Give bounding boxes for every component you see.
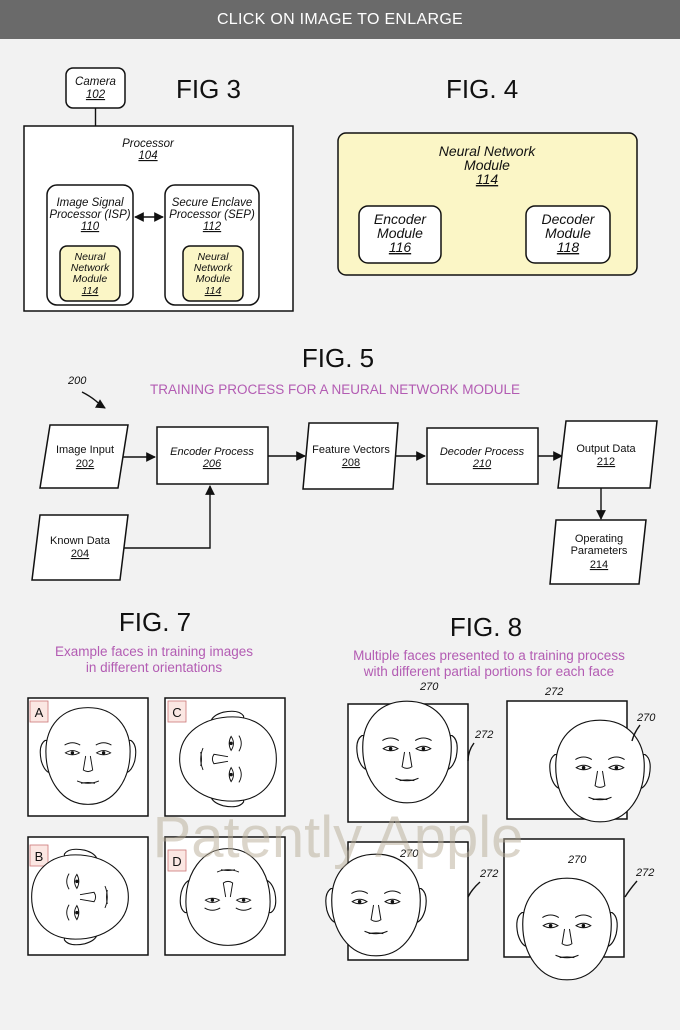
decoder-module-line1: Decoder	[542, 211, 596, 227]
encoder-process-ref: 206	[202, 458, 222, 470]
sep-nn-module	[182, 245, 244, 302]
fig7-panel-d: D	[164, 836, 286, 956]
fig7-panel-a: A	[27, 697, 149, 817]
known-data-ref: 204	[71, 548, 89, 560]
isp-nn-module	[59, 245, 121, 302]
encoder-module-line2: Module	[377, 225, 423, 241]
fig8-p2-frame-ref: 272	[544, 686, 563, 698]
fig8-p1-face-ref: 270	[419, 681, 439, 693]
fig8-caption-2: with different partial portions for each…	[363, 664, 614, 679]
fig4-title: FIG. 4	[446, 74, 518, 104]
known-data-label: Known Data	[50, 535, 111, 547]
fig8-p3-frame-leader	[467, 881, 481, 898]
isp-nn-line1: Neural	[75, 251, 107, 263]
feature-vectors-box: Feature Vectors 208	[302, 422, 399, 490]
sep-nn-ref: 114	[205, 285, 222, 297]
sep-nn-line1: Neural	[198, 251, 230, 263]
output-data-box: Output Data 212	[557, 420, 658, 489]
operating-parameters-box: Operating Parameters 214	[549, 519, 647, 585]
fig5-title: FIG. 5	[302, 343, 374, 373]
encoder-module-line1: Encoder	[374, 211, 427, 227]
patent-figures: FIG 3 Camera 102 Processor 104 Image Sig…	[23, 67, 658, 981]
fig7-panel-c: C	[164, 697, 286, 817]
fig7-caption-1: Example faces in training images	[55, 644, 253, 659]
camera-label: Camera	[75, 76, 116, 88]
image-input-ref: 202	[76, 458, 94, 470]
nn-module-line1: Neural Network	[439, 143, 536, 159]
processor-ref: 104	[138, 150, 157, 162]
fig5-ref: 200	[67, 375, 87, 387]
feature-vectors-label: Feature Vectors	[312, 444, 390, 456]
image-input-label: Image Input	[56, 444, 114, 456]
encoder-process-box: Encoder Process 206	[156, 426, 269, 485]
fig8-p4-frame-leader	[624, 880, 638, 898]
fig8-caption-1: Multiple faces presented to a training p…	[353, 648, 625, 663]
panel-a-label: A	[35, 705, 44, 720]
fig8-p3-face-ref: 270	[399, 848, 419, 860]
fig8-p2-face-ref: 270	[636, 712, 656, 724]
sep-nn-line2: Network	[194, 262, 233, 274]
operating-parameters-line2: Parameters	[571, 545, 628, 557]
decoder-module-ref: 118	[557, 239, 580, 255]
fig8-panel-3: 270 272	[325, 841, 498, 961]
isp-nn-line2: Network	[71, 262, 110, 274]
fig8-p1-frame-leader	[467, 742, 475, 762]
fig5-caption: TRAINING PROCESS FOR A NEURAL NETWORK MO…	[150, 382, 520, 397]
encoder-module-ref: 116	[389, 239, 412, 255]
decoder-process-box: Decoder Process 210	[426, 427, 539, 485]
enlarge-banner[interactable]: CLICK ON IMAGE TO ENLARGE	[0, 0, 680, 39]
feature-vectors-ref: 208	[342, 457, 360, 469]
isp-nn-ref: 114	[82, 285, 99, 297]
camera-box: Camera 102	[65, 67, 126, 109]
sep-label-1: Secure Enclave	[172, 197, 253, 209]
fig8-panel-2: 272 270	[506, 686, 656, 823]
output-data-ref: 212	[597, 456, 615, 468]
camera-ref: 102	[86, 89, 106, 101]
isp-label-1: Image Signal	[56, 197, 124, 209]
patent-figure-sheet[interactable]: FIG 3 Camera 102 Processor 104 Image Sig…	[0, 39, 680, 1030]
panel-d-label: D	[172, 854, 181, 869]
fig8-panel-1: 270 272	[347, 681, 493, 823]
image-input-box: Image Input 202	[39, 424, 129, 489]
sep-ref: 112	[203, 221, 222, 233]
isp-label-2: Processor (ISP)	[49, 209, 130, 221]
isp-nn-line3: Module	[73, 273, 108, 285]
fig8-p4-frame-ref: 272	[635, 867, 654, 879]
fig8-p1-frame-ref: 272	[474, 729, 493, 741]
known-data-to-encoder-arrow	[124, 485, 215, 549]
fig7-title: FIG. 7	[119, 607, 191, 637]
fig5-ref-arrow	[81, 391, 106, 409]
encoder-process-label: Encoder Process	[170, 446, 254, 458]
nn-module-ref: 114	[476, 171, 499, 187]
sep-box: Secure Enclave Processor (SEP) 112 Neura…	[164, 184, 260, 306]
output-data-label: Output Data	[576, 443, 636, 455]
decoder-process-label: Decoder Process	[440, 446, 525, 458]
fig8-panel-4: 270 272	[503, 838, 654, 981]
fig7-caption-2: in different orientations	[86, 660, 223, 675]
operating-parameters-line1: Operating	[575, 533, 623, 545]
fig3-title: FIG 3	[176, 74, 241, 104]
processor-label: Processor	[122, 138, 175, 150]
fig8-p3-frame-ref: 272	[479, 868, 498, 880]
isp-box: Image Signal Processor (ISP) 110 Neural …	[46, 184, 134, 306]
fig7-panel-b: B	[27, 836, 149, 956]
fig8-p2-face-leader	[631, 724, 641, 742]
fig8-p4-face-ref: 270	[567, 854, 587, 866]
known-data-box: Known Data 204	[31, 514, 129, 581]
encoder-module-box: Encoder Module 116	[358, 205, 442, 264]
panel-c-label: C	[172, 705, 181, 720]
decoder-module-box: Decoder Module 118	[525, 205, 611, 264]
isp-ref: 110	[81, 221, 100, 233]
sep-label-2: Processor (SEP)	[169, 209, 255, 221]
decoder-module-line2: Module	[545, 225, 591, 241]
sep-nn-line3: Module	[196, 273, 231, 285]
nn-module-line2: Module	[464, 157, 510, 173]
patently-apple-watermark: Patently Apple	[153, 805, 524, 870]
fig8-title: FIG. 8	[450, 612, 522, 642]
operating-parameters-ref: 214	[590, 559, 608, 571]
panel-b-label: B	[35, 849, 44, 864]
decoder-process-ref: 210	[472, 458, 492, 470]
